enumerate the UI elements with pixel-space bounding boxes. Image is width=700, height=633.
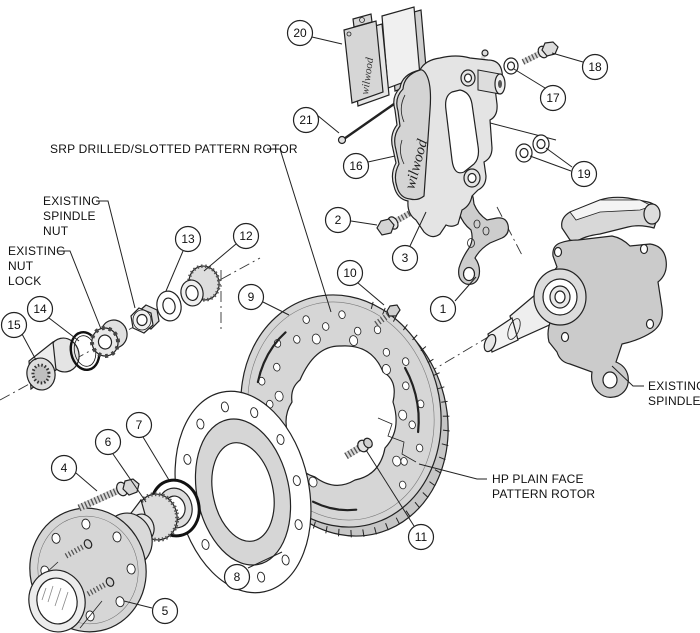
callout-number-2: 2	[335, 213, 342, 227]
rotor-pattern-split-line	[377, 417, 417, 463]
callout-18	[581, 53, 609, 81]
stud-11	[344, 437, 373, 460]
rotor-center-opening	[285, 345, 397, 486]
callout-5	[151, 597, 179, 625]
callout-17	[539, 84, 567, 112]
wheel-stud	[86, 577, 115, 597]
grease-cap	[26, 337, 80, 391]
callout-15	[0, 311, 28, 339]
callout-8	[223, 563, 251, 591]
callout-number-4: 4	[61, 461, 68, 475]
callout-6	[94, 428, 122, 456]
bolt-2	[376, 209, 414, 236]
callout-number-21: 21	[299, 113, 313, 127]
callout-number-8: 8	[234, 570, 241, 584]
callout-number-5: 5	[162, 604, 169, 618]
callout-number-12: 12	[239, 229, 253, 243]
pad-brand-text: wilwood	[359, 56, 376, 95]
caliper-left-lobe	[394, 69, 432, 201]
callout-number-17: 17	[546, 91, 560, 105]
callout-number-16: 16	[349, 159, 363, 173]
text-labels: SRP DRILLED/SLOTTED PATTERN ROTOR EXISTIN…	[8, 142, 700, 501]
callout-1	[429, 295, 457, 323]
callout-13	[174, 225, 202, 253]
rotor-slots	[256, 331, 420, 512]
callout-number-10: 10	[343, 266, 357, 280]
bolt-10	[374, 304, 401, 327]
brake-pads: wilwood	[343, 6, 428, 107]
callout-14	[26, 295, 54, 323]
callout-12	[232, 222, 260, 250]
callout-21	[292, 106, 320, 134]
callout-2	[324, 206, 352, 234]
callout-4	[50, 454, 78, 482]
caliper: wilwood	[391, 49, 506, 238]
callout-9	[237, 283, 265, 311]
callout-11	[407, 523, 435, 551]
callout-number-3: 3	[402, 251, 409, 265]
nut-lock	[89, 319, 128, 358]
callout-number-18: 18	[588, 60, 602, 74]
washer-13	[156, 290, 182, 322]
callout-number-13: 13	[181, 232, 195, 246]
rotor-adapter-plate	[174, 390, 312, 594]
callout-16	[342, 152, 370, 180]
callout-3	[391, 244, 419, 272]
callout-19	[570, 160, 598, 188]
callout-number-6: 6	[105, 435, 112, 449]
crush-washer-17	[503, 57, 519, 75]
label-srp-rotor: SRP DRILLED/SLOTTED PATTERN ROTOR	[50, 142, 298, 156]
spindle-nut	[130, 304, 160, 334]
callout-10	[336, 259, 364, 287]
callout-number-19: 19	[577, 167, 591, 181]
caliper-window	[445, 89, 480, 174]
spindle	[483, 196, 667, 398]
pad-pin	[337, 103, 395, 145]
wheel-stud	[64, 539, 93, 559]
callout-number-1: 1	[440, 302, 447, 316]
callout-number-11: 11	[415, 530, 428, 544]
hub	[28, 507, 155, 633]
callout-number-15: 15	[7, 318, 21, 332]
shim-washers-19	[515, 134, 550, 163]
callout-20	[286, 19, 314, 47]
callout-7	[125, 411, 153, 439]
callout-number-7: 7	[136, 418, 143, 432]
callout-number-20: 20	[293, 26, 307, 40]
spindle-eyelet-hole	[602, 371, 618, 389]
bolt-4	[77, 478, 140, 512]
banjo-bolt	[521, 41, 559, 65]
callout-number-14: 14	[33, 302, 47, 316]
bearing-12	[180, 264, 221, 307]
callout-number-9: 9	[248, 290, 255, 304]
